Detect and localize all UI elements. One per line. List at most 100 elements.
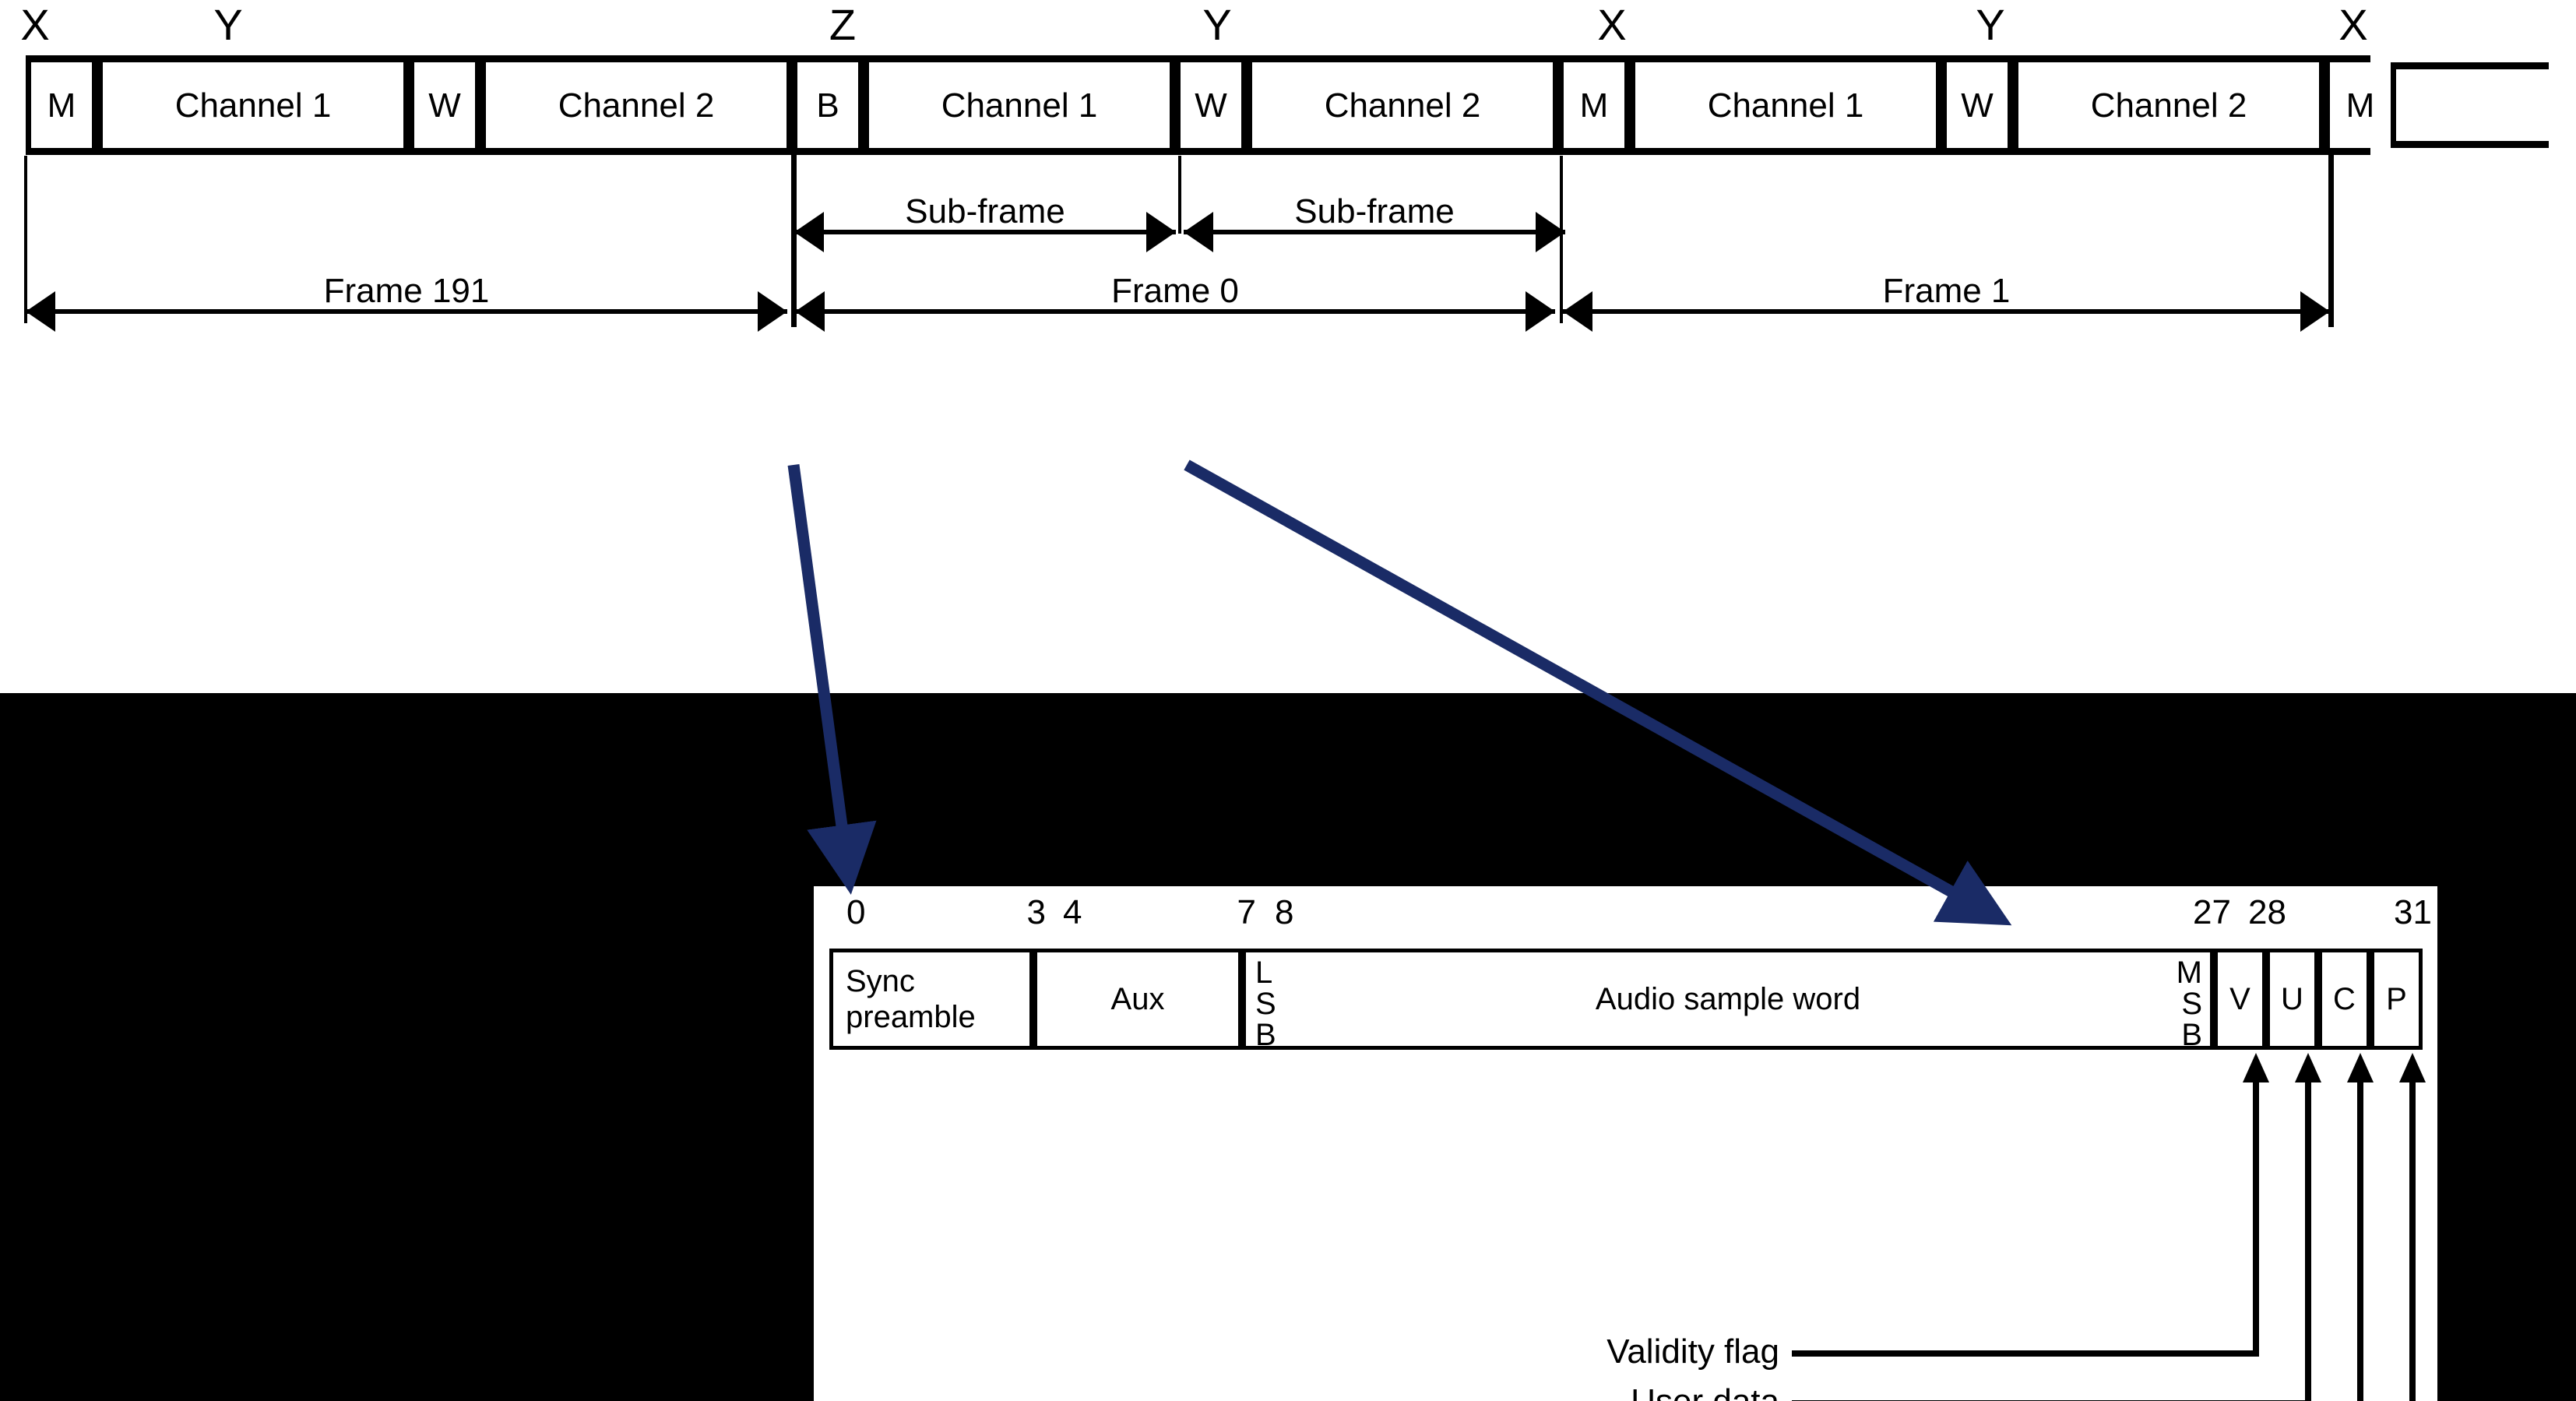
bit-index-3: 3 — [1026, 893, 1046, 931]
measure-label: Frame 191 — [323, 272, 490, 310]
arrow-head-left-icon — [794, 212, 824, 252]
tick-subframe-mid — [1178, 156, 1181, 234]
preamble-label-4: X — [1597, 0, 1627, 49]
bit-field-aux: Aux — [1033, 949, 1242, 1050]
arrow-head-left-icon — [1563, 291, 1592, 332]
arrow-head-right-icon — [1526, 291, 1555, 332]
frame-cell-channel-2-11: Channel 2 — [2013, 62, 2324, 148]
measure-line — [1563, 309, 2330, 314]
bit-field-label: Sync preamble — [846, 964, 976, 1034]
frame-cell-channel-1-9: Channel 1 — [1630, 62, 1941, 148]
frame-cell-label: Channel 2 — [558, 86, 715, 125]
frame-cell-label: Channel 2 — [2090, 86, 2247, 125]
bit-field-v: V — [2214, 949, 2266, 1050]
callout-label-v: Validity flag — [1606, 1332, 1779, 1371]
bit-field-sync: Sync preamble — [829, 949, 1033, 1050]
frame-cell-m-8: M — [1558, 62, 1630, 148]
bit-field-label: P — [2386, 982, 2407, 1016]
bit-field-u: U — [2266, 949, 2318, 1050]
arrow-head-left-icon — [26, 291, 55, 332]
leader-line-c — [2357, 1082, 2363, 1401]
strip-bottom-rule — [26, 148, 2370, 155]
frame-cell-label: W — [1961, 86, 1994, 125]
preamble-label-1: Y — [213, 0, 243, 49]
frame-strip-continuation — [2396, 62, 2549, 148]
subframe-measure-1: Sub-frame — [1184, 195, 1565, 255]
tick-left-edge — [24, 156, 27, 323]
frame-cell-channel-2-7: Channel 2 — [1247, 62, 1558, 148]
preamble-label-5: Y — [1976, 0, 2005, 49]
measure-label: Sub-frame — [1294, 192, 1455, 231]
tick-frame0-start — [791, 148, 797, 327]
frame-cell-label: Channel 1 — [941, 86, 1098, 125]
callout-label-u: User data — [1631, 1385, 1779, 1401]
flag-arrow-p-icon — [2399, 1053, 2426, 1082]
msb-marker: M S B — [2176, 956, 2202, 1052]
frame-cell-label: M — [47, 86, 76, 125]
frame-cell-channel-1-1: Channel 1 — [97, 62, 409, 148]
arrow-head-left-icon — [795, 291, 825, 332]
arrow-head-right-icon — [1536, 212, 1565, 252]
flag-arrow-v-icon — [2243, 1053, 2269, 1082]
subframe-measure-0: Sub-frame — [794, 195, 1176, 255]
bit-field-label: C — [2333, 982, 2356, 1016]
leader-line-p — [2409, 1082, 2416, 1401]
flag-arrow-c-icon — [2347, 1053, 2374, 1082]
bit-field-p: P — [2370, 949, 2423, 1050]
measure-label: Frame 1 — [1882, 272, 2011, 310]
frame-cell-label: W — [428, 86, 461, 125]
leader-line-v — [1792, 1082, 2259, 1357]
frame-cell-label: Channel 1 — [174, 86, 332, 125]
tick-right-edge — [2328, 148, 2334, 327]
frame-cell-m-12: M — [2324, 62, 2396, 148]
bit-field-c: C — [2318, 949, 2370, 1050]
frame-cell-label: Channel 1 — [1707, 86, 1864, 125]
frame-cell-m-0: M — [26, 62, 97, 148]
frame-cell-w-6: W — [1175, 62, 1247, 148]
arrow-head-left-icon — [1184, 212, 1213, 252]
arrow-head-right-icon — [1146, 212, 1176, 252]
bit-field-label: V — [2229, 982, 2250, 1016]
arrow-head-right-icon — [2300, 291, 2330, 332]
bit-field-label: Aux — [1110, 982, 1165, 1016]
preamble-label-3: Y — [1202, 0, 1232, 49]
bit-field-label: U — [2281, 982, 2303, 1016]
flag-arrow-u-icon — [2295, 1053, 2321, 1082]
bit-index-31: 31 — [2394, 893, 2432, 931]
frame-cell-label: W — [1195, 86, 1227, 125]
frame-cell-b-4: B — [792, 62, 864, 148]
frame-cell-label: Channel 2 — [1324, 86, 1481, 125]
measure-label: Frame 0 — [1111, 272, 1239, 310]
frame-measure-0: Frame 191 — [26, 274, 787, 335]
arrow-head-right-icon — [758, 291, 787, 332]
measure-label: Sub-frame — [905, 192, 1065, 231]
bit-index-0: 0 — [846, 893, 866, 931]
measure-line — [795, 309, 1555, 314]
frame-cell-channel-1-5: Channel 1 — [864, 62, 1175, 148]
bit-index-27: 27 — [2193, 893, 2231, 931]
leader-line-u — [1792, 1082, 2311, 1401]
measure-line — [794, 230, 1176, 234]
frame-cell-w-2: W — [409, 62, 480, 148]
lsb-marker: L S B — [1255, 956, 1276, 1052]
frame-cell-label: M — [2345, 86, 2375, 125]
measure-line — [26, 309, 787, 314]
preamble-label-0: X — [20, 0, 50, 49]
bit-index-4: 4 — [1063, 893, 1082, 931]
frame-cell-strip: M Channel 1 W Channel 2 B Channel 1 W Channel 2… — [26, 55, 2549, 155]
strip-top-rule — [26, 55, 2370, 62]
measure-line — [1184, 230, 1565, 234]
preamble-label-2: Z — [829, 0, 857, 49]
callout-leader-lines — [1792, 1082, 2416, 1401]
frame-cell-label: M — [1579, 86, 1609, 125]
frame-cell-w-10: W — [1941, 62, 2013, 148]
frame-measure-2: Frame 1 — [1563, 274, 2330, 335]
frame-measure-1: Frame 0 — [795, 274, 1555, 335]
bit-field-label: Audio sample word — [1595, 982, 1861, 1016]
bit-field-audio: Audio sample word L S B M S B — [1242, 949, 2214, 1052]
frame-cell-label: B — [816, 86, 839, 125]
bit-index-28: 28 — [2248, 893, 2286, 931]
